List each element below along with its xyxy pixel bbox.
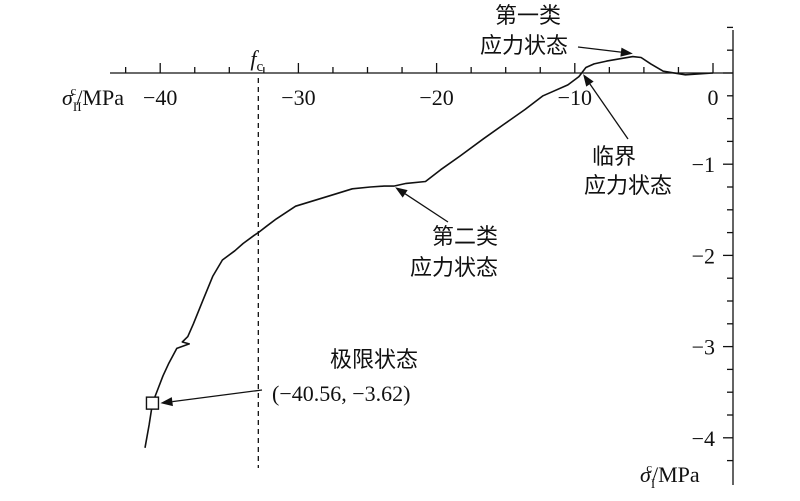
annotation-text: (−40.56, −3.62)	[272, 381, 410, 406]
fc-label-main: f	[250, 46, 259, 71]
annotation-arrowhead	[160, 397, 173, 407]
y-tick-label: −4	[692, 426, 715, 451]
y-ticks: −1 −2 −3 −4 0	[692, 26, 733, 462]
x-label-subscript: I	[651, 476, 655, 491]
annotation-arrow	[589, 83, 629, 140]
annotation-text: 临界	[592, 144, 636, 169]
annotation-arrowhead	[583, 74, 594, 87]
y-tick-label: −2	[692, 243, 715, 268]
x-tick-label: −20	[419, 85, 453, 110]
annotation-text: 应力状态	[584, 173, 672, 198]
annotation-text: 第一类	[495, 3, 561, 28]
annotation-arrow	[577, 46, 622, 53]
y-tick-label: −3	[692, 335, 715, 360]
x-tick-label: −40	[143, 85, 177, 110]
annotation-text: 应力状态	[480, 33, 568, 58]
annotation-text: 应力状态	[410, 255, 498, 280]
extreme-point-marker	[145, 396, 160, 410]
fc-label: fc	[250, 46, 263, 75]
stress-path-curve	[144, 55, 714, 448]
x-label-superscript: c	[646, 460, 652, 475]
axes: −40−30−20−10 −1−2−3−40	[110, 26, 734, 485]
x-label-unit: /MPa	[652, 462, 700, 487]
annotation-arrowhead	[620, 47, 633, 57]
annotation-text: 极限状态	[330, 347, 418, 372]
y-axis-label: σIIc/MPa	[62, 83, 124, 114]
y-label-unit: /MPa	[76, 85, 124, 110]
y-tick-label: −1	[692, 152, 715, 177]
x-tick-label: −30	[281, 85, 315, 110]
y-label-superscript: c	[71, 83, 77, 98]
x-ticks: −40 −30 −20 −10	[125, 63, 714, 110]
annotation-arrow	[172, 389, 263, 403]
annotation-arrowhead	[395, 187, 408, 198]
y-tick-label-zero: 0	[708, 85, 719, 110]
y-label-subscript: II	[73, 99, 82, 114]
x-axis-label: σIc/MPa	[640, 460, 700, 491]
y-label-symbol: σ	[62, 85, 74, 110]
x-label-symbol: σ	[640, 462, 652, 487]
x-tick-label: −10	[558, 85, 592, 110]
curve-points	[145, 57, 713, 448]
annotation-text: 第二类	[432, 224, 498, 249]
fc-label-subscript: c	[256, 59, 263, 75]
annotation-arrow	[404, 193, 449, 223]
